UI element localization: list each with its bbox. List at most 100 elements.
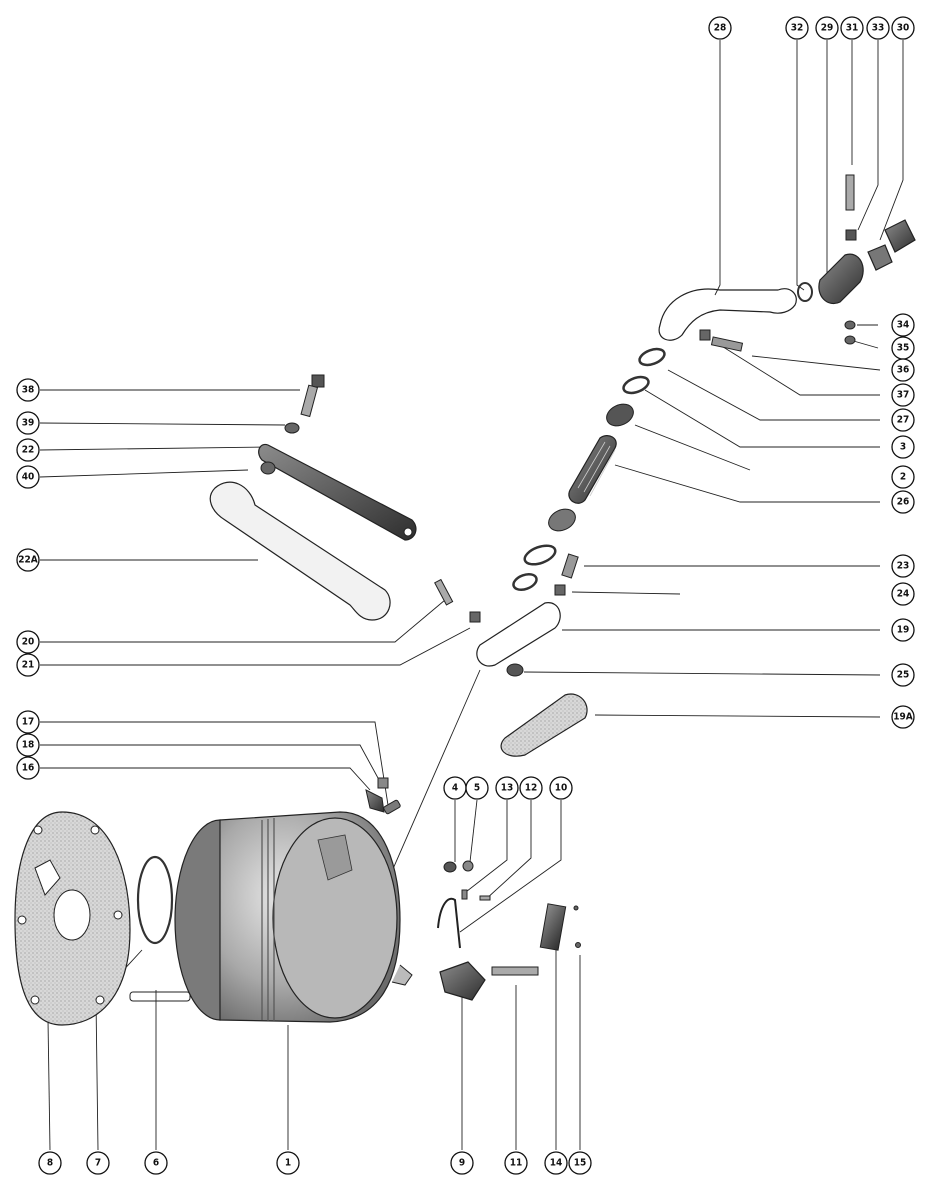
svg-text:32: 32 — [791, 23, 804, 34]
pin-13 — [461, 889, 468, 900]
washer-5 — [462, 860, 474, 872]
link-22 — [258, 443, 417, 541]
svg-text:24: 24 — [897, 589, 910, 600]
svg-text:39: 39 — [22, 418, 35, 429]
nut-21 — [469, 611, 481, 623]
svg-text:17: 17 — [22, 717, 35, 728]
svg-text:12: 12 — [525, 783, 538, 794]
nut-25 — [506, 663, 524, 677]
callouts: 28 32 29 31 33 30 34 35 36 37 27 3 2 26 … — [16, 16, 915, 1175]
ring-27 — [638, 347, 666, 367]
callout-27: 27 — [891, 408, 915, 432]
bracket-19A — [500, 693, 588, 757]
screw-20 — [434, 578, 454, 606]
callout-17: 17 — [16, 710, 40, 734]
svg-text:14: 14 — [550, 1158, 563, 1169]
callout-32: 32 — [785, 16, 809, 40]
callout-11: 11 — [504, 1151, 528, 1175]
washer-34 — [844, 320, 856, 330]
svg-text:37: 37 — [897, 390, 910, 401]
svg-text:10: 10 — [555, 783, 568, 794]
callout-16: 16 — [16, 756, 40, 780]
svg-text:5: 5 — [474, 783, 480, 794]
sleeve-26 — [568, 435, 617, 504]
svg-text:18: 18 — [22, 740, 35, 751]
callout-26: 26 — [891, 490, 915, 514]
svg-text:33: 33 — [872, 23, 885, 34]
callout-40: 40 — [16, 465, 40, 489]
svg-text:19: 19 — [897, 625, 910, 636]
plate-14 — [539, 903, 567, 951]
nut-35 — [844, 335, 856, 345]
svg-text:9: 9 — [459, 1158, 465, 1169]
fitting-30b — [867, 244, 893, 271]
callout-33: 33 — [866, 16, 890, 40]
callout-29: 29 — [815, 16, 839, 40]
callout-36: 36 — [891, 358, 915, 382]
callout-2: 2 — [891, 465, 915, 489]
nut-37 — [699, 329, 711, 341]
svg-text:8: 8 — [47, 1158, 53, 1169]
svg-text:34: 34 — [897, 320, 910, 331]
bushing-2 — [606, 403, 634, 427]
nut-40 — [260, 461, 276, 475]
callout-38: 38 — [16, 378, 40, 402]
fitting-30 — [884, 219, 916, 253]
svg-text:31: 31 — [846, 23, 859, 34]
o-ring-lower-a — [523, 544, 557, 566]
callout-22A: 22A — [16, 548, 40, 572]
svg-text:27: 27 — [897, 415, 910, 426]
tube-28 — [658, 288, 797, 341]
callout-31: 31 — [840, 16, 864, 40]
svg-text:13: 13 — [501, 783, 514, 794]
svg-text:36: 36 — [897, 365, 910, 376]
parts — [14, 174, 916, 1026]
bolt-38 — [300, 374, 325, 418]
washer-32 — [797, 282, 813, 302]
svg-text:16: 16 — [22, 763, 35, 774]
svg-text:28: 28 — [714, 23, 727, 34]
callout-15: 15 — [568, 1151, 592, 1175]
callout-8: 8 — [38, 1151, 62, 1175]
bolt-36 — [710, 336, 744, 352]
callout-7: 7 — [86, 1151, 110, 1175]
o-ring-lower-b — [512, 572, 538, 592]
svg-text:22: 22 — [22, 445, 35, 456]
callout-22: 22 — [16, 438, 40, 462]
svg-text:40: 40 — [22, 472, 35, 483]
nut-4 — [443, 861, 457, 873]
callout-3: 3 — [891, 435, 915, 459]
callout-35: 35 — [891, 336, 915, 360]
callout-18: 18 — [16, 733, 40, 757]
bracket-19 — [476, 602, 561, 667]
svg-text:30: 30 — [897, 23, 910, 34]
callout-13: 13 — [495, 776, 519, 800]
callout-24: 24 — [891, 582, 915, 606]
screw-15b — [573, 905, 579, 911]
callout-21: 21 — [16, 653, 40, 677]
callout-12: 12 — [519, 776, 543, 800]
callout-25: 25 — [891, 663, 915, 687]
svg-text:35: 35 — [897, 343, 910, 354]
spring-clip-10 — [437, 897, 461, 949]
gasket-8 — [14, 811, 131, 1026]
leader-lines — [39, 40, 904, 1151]
svg-text:26: 26 — [897, 497, 910, 508]
callout-37: 37 — [891, 383, 915, 407]
svg-text:7: 7 — [95, 1158, 101, 1169]
svg-text:19A: 19A — [893, 712, 913, 723]
nut-33 — [845, 229, 857, 241]
ring-3 — [622, 375, 650, 395]
callout-4: 4 — [443, 776, 467, 800]
callout-5: 5 — [465, 776, 489, 800]
callout-39: 39 — [16, 411, 40, 435]
elbow-29 — [818, 253, 864, 305]
bearing — [548, 508, 576, 532]
screw-group-16-18 — [365, 777, 401, 815]
callout-19: 19 — [891, 618, 915, 642]
svg-text:23: 23 — [897, 561, 910, 572]
bolt-11 — [491, 966, 539, 976]
callout-23: 23 — [891, 554, 915, 578]
callout-9: 9 — [450, 1151, 474, 1175]
